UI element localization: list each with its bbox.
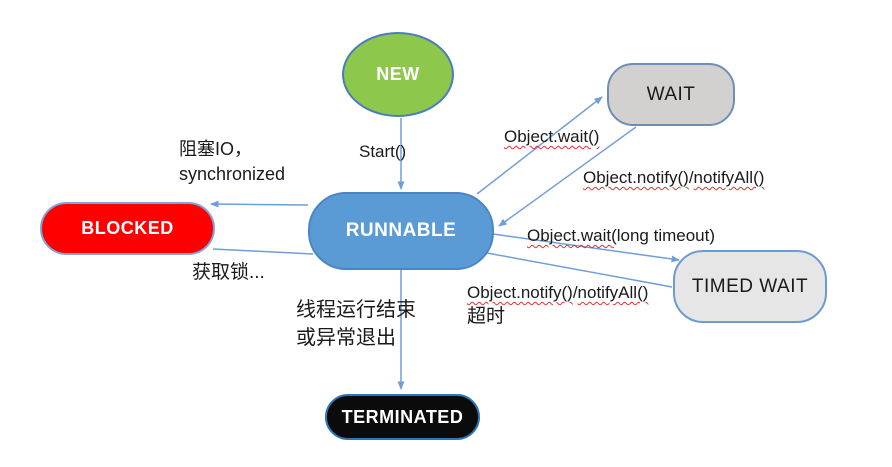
state-wait: WAIT xyxy=(607,63,735,126)
edge-wait-to-runnable xyxy=(498,126,637,227)
edge-label-terminate-reason: 线程运行结束 或异常退出 xyxy=(296,296,416,352)
edge-label-acquire-lock: 获取锁... xyxy=(192,262,265,283)
edge-label-notify-from-wait: Object.notify()/notifyAll() xyxy=(583,167,764,188)
state-new: NEW xyxy=(342,32,454,117)
edge-label-blocked-cause: 阻塞IO， synchronized xyxy=(179,137,285,187)
edge-label-object-wait: Object.wait() xyxy=(504,126,599,147)
edge-label-wait-long-timeout: Object.wait(long timeout) xyxy=(527,225,715,246)
state-runnable-label: RUNNABLE xyxy=(345,220,457,241)
edge-runnable-to-wait xyxy=(476,96,603,195)
label-segment: / xyxy=(572,283,578,302)
edge-label-terminate-line2: 或异常退出 xyxy=(296,327,396,349)
label-segment: notifyAll() xyxy=(577,283,649,302)
state-new-label: NEW xyxy=(376,64,420,84)
label-segment: / xyxy=(688,168,694,187)
edge-timed-wait-to-runnable xyxy=(486,252,673,288)
edge-label-notify-from-timed: Object.notify()/notifyAll() xyxy=(467,282,648,303)
state-wait-label: WAIT xyxy=(646,83,696,105)
edge-label-blocked-cause-line1: 阻塞IO， xyxy=(179,139,253,159)
label-segment: Object.notify() xyxy=(467,283,573,302)
edge-runnable-to-timed-wait xyxy=(492,233,680,263)
state-runnable: RUNNABLE xyxy=(308,192,494,270)
state-terminated: TERMINATED xyxy=(325,394,480,440)
edge-runnable-to-blocked xyxy=(210,200,309,208)
state-timed-wait-label: TIMED WAIT xyxy=(691,275,809,297)
state-blocked: BLOCKED xyxy=(40,202,215,255)
label-segment: Object.wait( xyxy=(527,226,617,245)
edge-blocked-to-runnable xyxy=(212,248,314,255)
state-timed-wait: TIMED WAIT xyxy=(673,250,827,323)
state-terminated-label: TERMINATED xyxy=(341,406,464,427)
edge-label-terminate-line1: 线程运行结束 xyxy=(296,299,416,321)
state-blocked-label: BLOCKED xyxy=(81,218,174,238)
edge-label-start: Start() xyxy=(359,141,406,162)
edge-label-timeout-note: 超时 xyxy=(467,306,506,327)
edge-label-blocked-cause-line2: synchronized xyxy=(179,164,286,184)
label-segment: Object.wait() xyxy=(504,127,600,146)
label-segment: notifyAll() xyxy=(693,168,765,187)
label-segment: Object.notify() xyxy=(583,168,689,187)
label-segment: long timeout) xyxy=(616,226,716,245)
label-segment: Start() xyxy=(359,142,407,161)
